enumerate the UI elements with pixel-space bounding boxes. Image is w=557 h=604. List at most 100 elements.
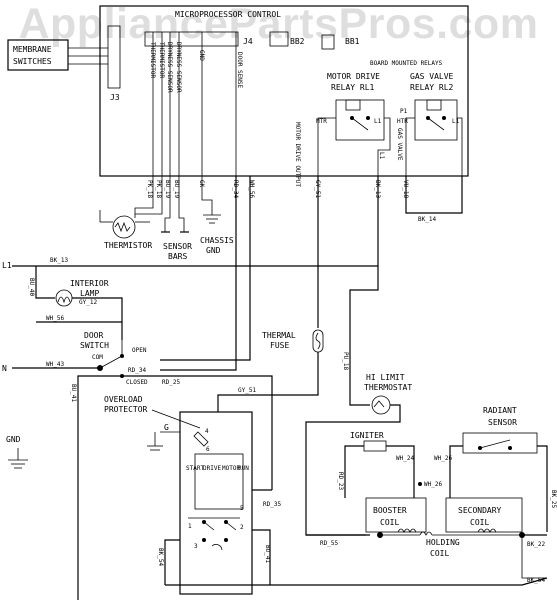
gas-valve-section: IGNITER RD_23 WH_24 RADIANT SENSOR WH_26… — [306, 406, 557, 579]
igniter-label: IGNITER — [350, 431, 384, 440]
holding-label-1: HOLDING — [426, 538, 460, 547]
motor-word-motor: MOTOR — [222, 465, 240, 472]
control-board-outline — [99, 5, 469, 177]
motor-term-2: 2 — [240, 524, 244, 531]
board-relays-label: BOARD MOUNTED RELAYS — [370, 60, 443, 67]
board-wire-labels: PK_18 PK_18 BU_19 BU_19 GK RD_34 WH_56 G… — [146, 180, 409, 198]
hi-limit-symbol — [371, 395, 391, 415]
thermistor-label: THERMISTOR — [104, 241, 152, 250]
booster-label-1: BOOSTER — [373, 506, 407, 515]
gas-relay-contact — [427, 117, 445, 131]
motor-word-start: START — [186, 465, 204, 472]
relay-pin-l1-b: L1 — [452, 118, 460, 125]
secondary-label-2: COIL — [470, 518, 489, 527]
thermal-fuse-label-1: THERMAL — [262, 331, 296, 340]
output-gas-valve: GAS VALVE — [396, 128, 403, 161]
pin-label-door-sense: DOOR SENSE — [236, 52, 243, 89]
motor-word-run: RUN — [238, 465, 249, 472]
output-motor-drive: MOTOR DRIVE OUTPUT — [294, 122, 301, 187]
booster-coil-box — [365, 497, 427, 533]
holding-label-2: COIL — [430, 549, 449, 558]
output-l1: L1 — [378, 152, 385, 160]
svg-text:RD_35: RD_35 — [263, 501, 281, 508]
connector-bb2-label: BB2 — [290, 37, 305, 46]
l1-line: L1 BK_13 BK_14 — [2, 176, 463, 270]
gnd-label: GND — [6, 435, 21, 444]
connector-bb2 — [269, 31, 289, 47]
svg-text:BK_54: BK_54 — [527, 577, 545, 584]
lamp-label-2: LAMP — [80, 289, 99, 298]
svg-text:PU_18: PU_18 — [342, 352, 349, 370]
svg-text:BU_41: BU_41 — [70, 384, 77, 402]
microprocessor-control: MICROPROCESSOR CONTROL BOARD MOUNTED REL… — [99, 5, 469, 187]
motor-term-6: 6 — [206, 446, 210, 453]
motor-section: OVERLOAD PROTECTOR 4 6 G START DRIVE MOT… — [104, 395, 281, 595]
connector-bb1 — [321, 34, 335, 50]
thermal-fuse-label-2: FUSE — [270, 341, 289, 350]
svg-text:GK: GK — [198, 180, 205, 188]
motor-term-1: 1 — [188, 523, 192, 530]
connector-bb1-label: BB1 — [345, 37, 360, 46]
power-n-label: N — [2, 364, 7, 373]
lamp-symbol — [55, 289, 73, 307]
relay-pin-htr: HTR — [397, 118, 408, 125]
motor-relay-coil — [345, 99, 361, 111]
pin-label-gnd: GND — [198, 50, 205, 61]
svg-text:GY_51: GY_51 — [238, 387, 256, 394]
svg-text:GY_12: GY_12 — [79, 299, 97, 306]
gas-relay-title: GAS VALVE — [410, 72, 454, 81]
door-switch: DOOR SWITCH COM OPEN CLOSED RD_34 — [80, 331, 160, 386]
control-title: MICROPROCESSOR CONTROL — [175, 10, 281, 19]
gas-relay-name: RELAY RL2 — [410, 83, 454, 92]
svg-text:BK_22: BK_22 — [527, 541, 545, 548]
pin-label-dryness-1: DRYNESS SENSOR — [166, 42, 173, 93]
overload-label-2: PROTECTOR — [104, 405, 148, 414]
svg-text:BU_19: BU_19 — [164, 180, 171, 198]
svg-text:PK_18: PK_18 — [155, 180, 162, 198]
ground-left: GND — [6, 435, 28, 469]
gas-relay-box — [414, 99, 458, 141]
relay-pin-p1: P1 — [400, 108, 408, 115]
motor-relay-contact — [351, 117, 369, 131]
thermal-fuse: THERMAL FUSE GY_51 — [217, 176, 324, 412]
connector-j4 — [144, 31, 239, 47]
door-contact-closed: CLOSED — [126, 379, 148, 386]
overload-label-1: OVERLOAD — [104, 395, 143, 404]
membrane-label-1: MEMBRANE — [13, 45, 52, 54]
sensor-bars-label-1: SENSOR — [163, 242, 192, 251]
door-contact-com: COM — [92, 354, 103, 361]
secondary-label-1: SECONDARY — [458, 506, 502, 515]
motor-winding-box — [194, 453, 244, 510]
relay-pin-l1-a: L1 — [374, 118, 382, 125]
svg-text:WH_56: WH_56 — [248, 180, 255, 198]
motor-term-3: 3 — [194, 543, 198, 550]
svg-text:RD_55: RD_55 — [320, 540, 338, 547]
pin-label-thermistor-1: THERMISTOR — [149, 42, 156, 79]
radiant-sensor-box — [462, 432, 538, 454]
svg-text:BK_25: BK_25 — [550, 490, 557, 508]
motor-term-5: 5 — [240, 505, 244, 512]
svg-text:BK_54: BK_54 — [157, 548, 164, 566]
connector-j3 — [107, 25, 121, 89]
motor-relay-name: RELAY RL1 — [331, 83, 375, 92]
igniter-symbol — [363, 440, 387, 452]
door-contact-open: OPEN — [132, 347, 147, 354]
thermistor-symbol — [112, 215, 136, 239]
radiant-label-2: SENSOR — [488, 418, 517, 427]
gas-relay-coil — [426, 99, 442, 111]
hi-limit-label-2: THERMOSTAT — [364, 383, 412, 392]
power-l1-label: L1 — [2, 261, 12, 270]
chassis-gnd-label-2: GND — [206, 246, 221, 255]
chassis-gnd-label-1: CHASSIS — [200, 236, 234, 245]
connector-j3-label: J3 — [110, 93, 120, 102]
membrane-switches: MEMBRANE SWITCHES — [7, 39, 108, 71]
svg-text:BK_14: BK_14 — [418, 216, 436, 223]
lamp-label-1: INTERIOR — [70, 279, 109, 288]
radiant-label-1: RADIANT — [483, 406, 517, 415]
hi-limit-thermostat: PU_18 HI LIMIT THERMOSTAT — [305, 266, 412, 536]
booster-label-2: COIL — [380, 518, 399, 527]
hi-limit-label-1: HI LIMIT — [366, 373, 405, 382]
svg-text:RD_34: RD_34 — [128, 367, 146, 374]
pin-label-thermistor-2: THERMISTOR — [158, 42, 165, 79]
